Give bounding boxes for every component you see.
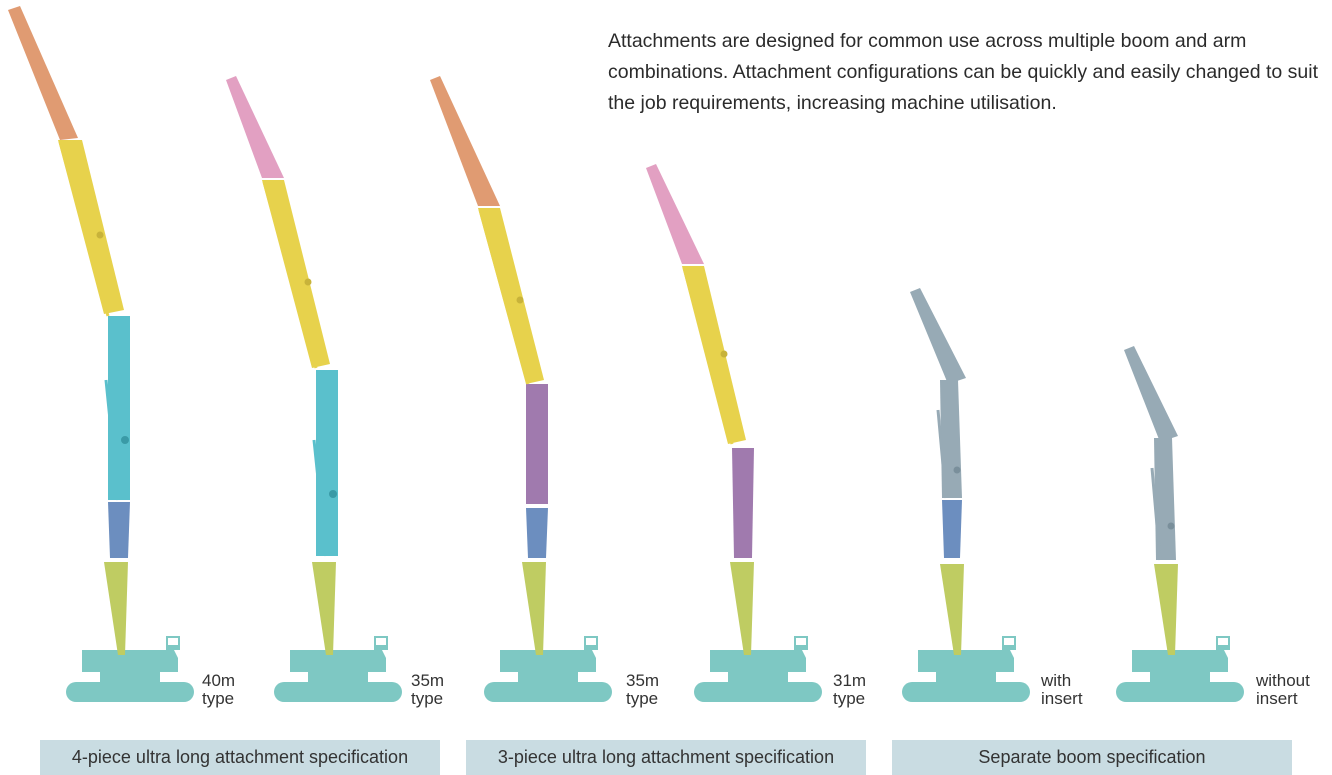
machine-label-line2: type	[626, 689, 659, 708]
machine-base	[274, 636, 402, 702]
machine-31m	[646, 164, 822, 702]
machine-label-35m-4piece: 35m type	[411, 672, 444, 708]
spec-label: Separate boom specification	[978, 747, 1206, 767]
intro-paragraph: Attachments are designed for common use …	[608, 30, 1319, 114]
spec-label: 4-piece ultra long attachment specificat…	[71, 747, 409, 767]
yellow-arm	[58, 140, 124, 314]
machine-label-line1: 35m	[626, 671, 660, 690]
machine-without-insert	[1116, 346, 1244, 702]
machine-label-line1: 35m	[411, 671, 445, 690]
boom-section	[312, 562, 336, 655]
yellow-arm	[478, 208, 544, 384]
yellow-arm	[682, 266, 746, 444]
boom-section	[940, 564, 964, 655]
tool-attachment	[226, 76, 284, 178]
spec-bar-4-piece: 4-piece ultra long attachment specificat…	[40, 740, 440, 775]
machine-label-line2: insert	[1256, 689, 1298, 708]
machine-label-40m: 40m type	[202, 672, 235, 708]
machine-label-line1: with	[1041, 671, 1072, 690]
boom-section	[1154, 564, 1178, 655]
boom-section	[730, 562, 754, 655]
machine-base	[694, 636, 822, 702]
middle-section	[732, 448, 754, 558]
spec-bar-separate-boom: Separate boom specification	[892, 740, 1292, 775]
boom-section	[104, 562, 128, 655]
yellow-arm	[262, 180, 330, 368]
insert-section	[526, 508, 548, 558]
machine-with-insert	[902, 288, 1030, 702]
spec-label: 3-piece ultra long attachment specificat…	[497, 747, 835, 767]
machine-35m-3piece	[430, 76, 612, 702]
tool-attachment	[646, 164, 704, 264]
tool-attachment	[8, 6, 78, 140]
machines-diagram	[8, 6, 1244, 702]
machine-base	[1116, 636, 1244, 702]
tool-attachment	[1124, 346, 1178, 442]
boom-section	[522, 562, 546, 655]
machine-40m	[8, 6, 194, 702]
machine-label-line1: 31m	[833, 671, 867, 690]
tool-attachment	[430, 76, 500, 206]
machine-label-line2: type	[411, 689, 444, 708]
machine-label-without-insert: without insert	[1256, 672, 1310, 708]
middle-section	[316, 370, 338, 556]
machine-label-line2: type	[833, 689, 866, 708]
tool-attachment	[910, 288, 966, 384]
middle-section	[526, 384, 548, 504]
machine-label-with-insert: with insert	[1041, 672, 1083, 708]
machine-label-line1: 40m	[202, 671, 236, 690]
machine-base	[484, 636, 612, 702]
machine-base	[902, 636, 1030, 702]
insert-section	[108, 502, 130, 558]
machine-label-line2: type	[202, 689, 235, 708]
insert-section	[942, 500, 962, 558]
grey-arm	[1154, 438, 1176, 560]
machine-label-line1: without	[1256, 671, 1310, 690]
machine-label-line2: insert	[1041, 689, 1083, 708]
machine-label-35m-3piece: 35m type	[626, 672, 659, 708]
machine-base	[66, 636, 194, 702]
spec-bar-3-piece: 3-piece ultra long attachment specificat…	[466, 740, 866, 775]
machine-label-31m: 31m type	[833, 672, 866, 708]
middle-section	[108, 316, 130, 500]
machine-35m-4piece	[226, 76, 402, 702]
